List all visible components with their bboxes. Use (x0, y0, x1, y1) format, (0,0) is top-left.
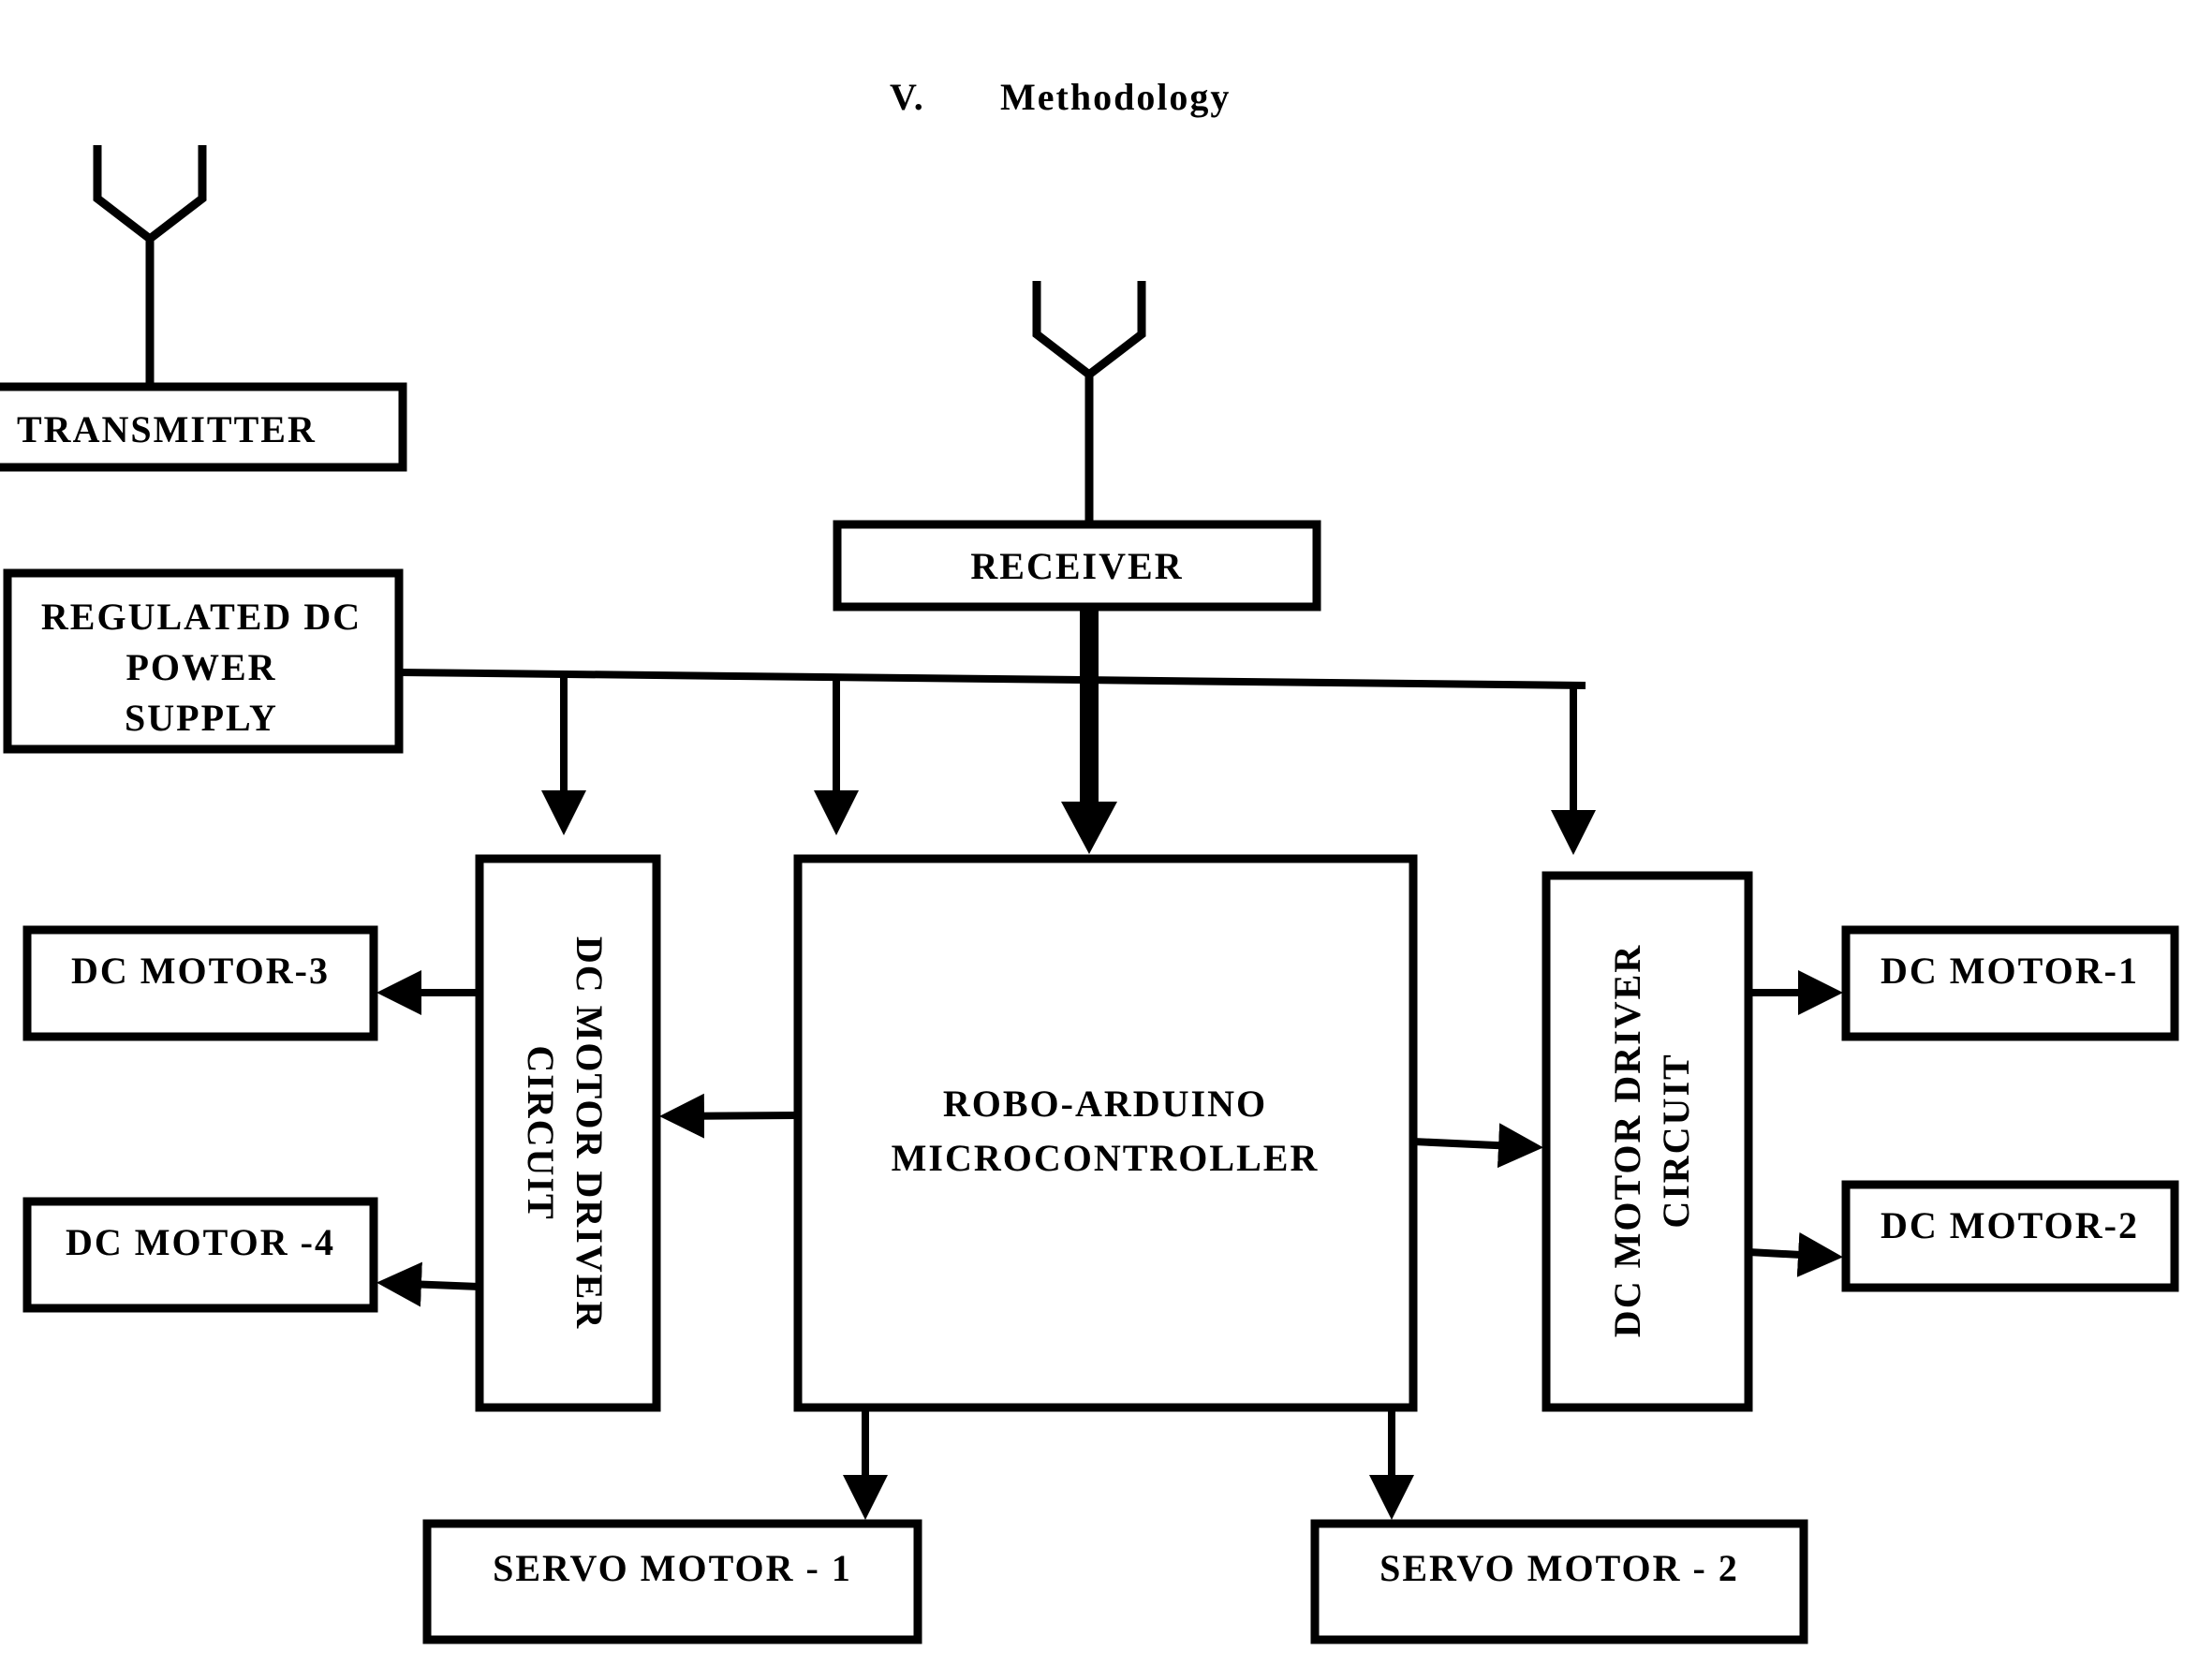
dc-motor-1-block: DC MOTOR-1 (1841, 925, 2179, 1041)
power-supply-label-line-1: REGULATED DC (41, 596, 361, 638)
dc-motor-3-block: DC MOTOR-3 (22, 925, 378, 1041)
right-driver-label-line-1: DC MOTOR DRIVER (1606, 944, 1648, 1337)
power-supply-label-line-3: SUPPLY (125, 697, 278, 739)
microcontroller-to-right-driver-arrow (1412, 1123, 1543, 1169)
receiver-label: RECEIVER (970, 545, 1183, 587)
dc-motor-4-label: DC MOTOR -4 (66, 1221, 335, 1263)
receiver-to-microcontroller-arrow (1061, 607, 1117, 854)
receiver-antenna-icon (1032, 281, 1146, 524)
transmitter-label: TRANSMITTER (17, 408, 317, 450)
dc-motor-1-label: DC MOTOR-1 (1881, 950, 2139, 992)
left-driver-to-dc-motor-4-arrow (376, 1261, 480, 1307)
microcontroller-block: ROBO-ARDUINO MICROCONTROLLER (793, 854, 1418, 1412)
dc-motor-2-block: DC MOTOR-2 (1841, 1180, 2179, 1292)
microcontroller-label-line-2: MICROCONTROLLER (892, 1137, 1320, 1179)
microcontroller-to-left-driver-arrow (659, 1093, 799, 1139)
microcontroller-label-line-1: ROBO-ARDUINO (943, 1083, 1267, 1125)
section-number: V. (890, 76, 925, 118)
servo-motor-2-label: SERVO MOTOR - 2 (1379, 1547, 1739, 1589)
servo-motor-1-label: SERVO MOTOR - 1 (493, 1547, 852, 1589)
left-motor-driver-block: DC MOTOR DRIVER CIRCUIT (475, 854, 661, 1412)
servo-motor-2-block: SERVO MOTOR - 2 (1310, 1519, 1808, 1644)
right-driver-to-dc-motor-2-arrow (1748, 1231, 1843, 1277)
transmitter-antenna-icon (93, 145, 207, 387)
power-bus-line (398, 669, 1586, 689)
dc-motor-3-label: DC MOTOR-3 (71, 950, 330, 992)
right-motor-driver-block: DC MOTOR DRIVER CIRCUIT (1542, 871, 1753, 1412)
dc-motor-2-label: DC MOTOR-2 (1881, 1204, 2139, 1246)
left-driver-label-line-2: CIRCUIT (520, 1045, 562, 1220)
section-title: Methodology (1000, 76, 1231, 118)
power-supply-block: REGULATED DC POWER SUPPLY (3, 568, 404, 754)
left-driver-label-line-1: DC MOTOR DRIVER (568, 936, 611, 1330)
right-driver-label-line-2: CIRCUIT (1655, 1053, 1697, 1228)
servo-motor-1-block: SERVO MOTOR - 1 (422, 1519, 922, 1644)
transmitter-block: TRANSMITTER (0, 382, 407, 472)
power-supply-label-line-2: POWER (125, 646, 276, 688)
receiver-block: RECEIVER (833, 520, 1321, 612)
dc-motor-4-block: DC MOTOR -4 (22, 1197, 378, 1313)
